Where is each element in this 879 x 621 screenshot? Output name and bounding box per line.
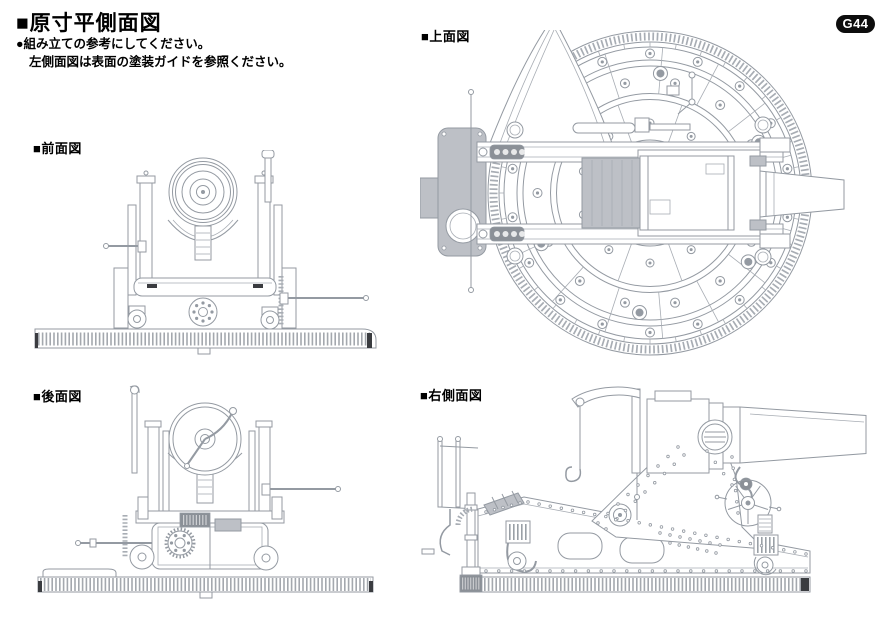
- side-handwheel: [714, 477, 782, 556]
- side-platform: [459, 574, 811, 593]
- rear-carriage: [122, 385, 285, 571]
- front-view-drawing: [34, 150, 377, 355]
- recoil-spade-blade: [489, 30, 613, 144]
- label-rear-view: ■後面図: [33, 389, 82, 404]
- note-line-2: 左側面図は表面の塗装ガイドを参照ください。: [29, 54, 292, 69]
- front-platform: [34, 328, 377, 355]
- right-side-view-drawing: [421, 386, 867, 593]
- gun-carriage-top: [420, 71, 845, 293]
- page-code-badge: G44: [836, 15, 875, 33]
- rear-view-drawing: [37, 385, 374, 599]
- note-line-1: ●組み立ての参考にしてください。: [16, 37, 211, 51]
- top-view-drawing: [420, 30, 845, 356]
- rear-breech: [168, 402, 242, 476]
- rear-platform: [37, 568, 374, 599]
- front-muzzle: [168, 157, 238, 227]
- page-title: ■原寸平側面図: [16, 12, 162, 35]
- side-crane: [565, 386, 641, 483]
- front-carriage: [113, 170, 297, 329]
- assembly-notes: ●組み立ての参考にしてください。 左側面図は表面の塗装ガイドを参照ください。: [16, 36, 292, 71]
- label-top-view: ■上面図: [421, 29, 470, 44]
- side-barrel: [646, 390, 867, 504]
- label-front-view: ■前面図: [33, 141, 82, 156]
- side-rivet-rows: [484, 445, 808, 573]
- side-railing-ladder: [421, 436, 481, 576]
- front-hardware: [103, 150, 369, 330]
- label-right-side-view: ■右側面図: [420, 388, 483, 403]
- rear-hardware: [75, 483, 341, 548]
